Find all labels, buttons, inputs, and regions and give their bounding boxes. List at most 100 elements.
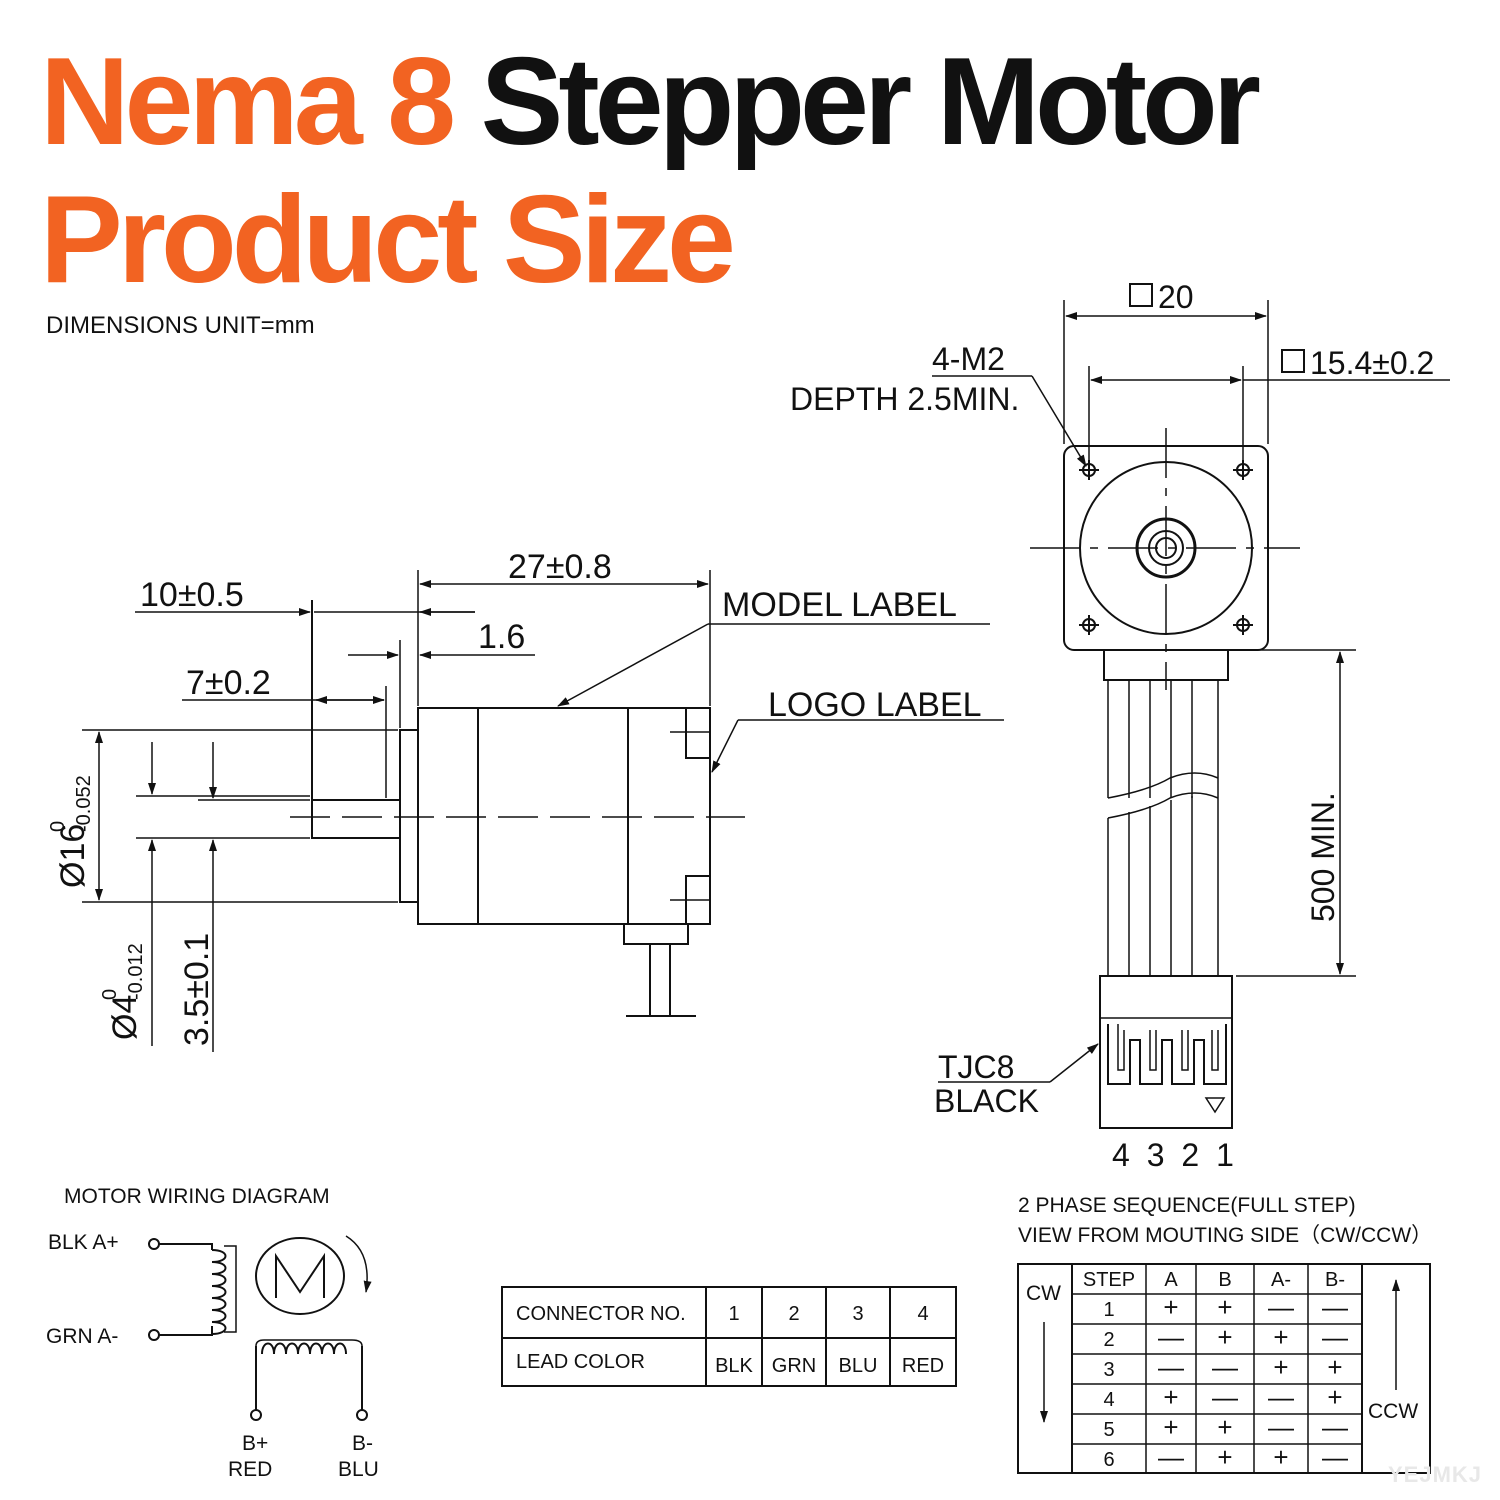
- sequence-title-2: VIEW FROM MOUTING SIDE（CW/CCW）: [1018, 1224, 1432, 1247]
- title-line-2-text: Product Size: [40, 171, 736, 309]
- boss-diameter-dim: Ø16 0 -0.052: [47, 775, 95, 888]
- logo-label-text: LOGO LABEL: [768, 686, 982, 724]
- svg-text:-0.052: -0.052: [73, 775, 95, 832]
- motor-shaft: [311, 799, 401, 839]
- sequence-cell: +: [1327, 1352, 1342, 1382]
- sequence-cell: —: [1322, 1412, 1348, 1442]
- screw-spec-text: 4-M2: [932, 341, 1005, 377]
- sequence-header: B-: [1325, 1269, 1345, 1291]
- sequence-cell: +: [1217, 1292, 1232, 1322]
- title-accent: Nema 8: [40, 33, 456, 171]
- units-note: DIMENSIONS UNIT=mm: [46, 312, 315, 339]
- watermark: YEJMKJ: [1388, 1462, 1483, 1487]
- hole-spacing-dim: 15.4±0.2: [1310, 345, 1434, 381]
- boss-length-dim: 1.6: [478, 618, 525, 656]
- shaft-length-dim: 10±0.5: [140, 576, 244, 614]
- wiring-diagram: MOTOR WIRING DIAGRAM BLK A+ GRN A- B+ RE…: [46, 1185, 379, 1481]
- sequence-cell: +: [1327, 1382, 1342, 1412]
- lead-color-cell: BLK: [715, 1355, 753, 1377]
- lead-length-dim: 500 MIN.: [1305, 792, 1341, 922]
- front-view: [932, 300, 1450, 1129]
- front-view-labels: 20 15.4±0.2 4-M2 DEPTH 2.5MIN. 500 MIN. …: [790, 279, 1434, 1173]
- square-symbol-icon: [1281, 349, 1305, 373]
- sequence-cell: +: [1163, 1382, 1178, 1412]
- connector-number: 1: [728, 1303, 739, 1325]
- connector-color-text: BLACK: [934, 1083, 1039, 1119]
- sequence-cell: —: [1268, 1292, 1294, 1322]
- ccw-label: CCW: [1368, 1400, 1418, 1423]
- sequence-step: 6: [1103, 1449, 1114, 1471]
- motor-symbol: [255, 1237, 345, 1315]
- terminal-a-plus: [148, 1238, 160, 1250]
- sequence-cell: —: [1212, 1352, 1238, 1382]
- sequence-step: 4: [1103, 1389, 1114, 1411]
- shaft-diameter-dim: Ø4 0 -0.012: [99, 943, 147, 1040]
- lead-color-cell: BLU: [839, 1355, 878, 1377]
- sequence-cell: —: [1158, 1352, 1184, 1382]
- sequence-grid: [1072, 1264, 1362, 1473]
- frame-size-dim: 20: [1158, 279, 1194, 315]
- sequence-header: A: [1164, 1269, 1178, 1291]
- wire-b-minus-label: B-: [352, 1432, 373, 1455]
- connector-model-text: TJC8: [938, 1049, 1014, 1085]
- sequence-cell: +: [1163, 1292, 1178, 1322]
- model-label-text: MODEL LABEL: [722, 586, 957, 624]
- connector-number: 3: [852, 1303, 863, 1325]
- coil-b: [261, 1342, 347, 1355]
- motor-body: [417, 707, 711, 925]
- sequence-cell: —: [1322, 1322, 1348, 1352]
- square-symbol-icon: [1129, 283, 1153, 307]
- motor-boss: [399, 729, 419, 903]
- sequence-cell: +: [1217, 1322, 1232, 1352]
- lead-color-cell: RED: [902, 1355, 944, 1377]
- svg-text:Ø16: Ø16: [54, 824, 92, 888]
- sequence-cell: +: [1217, 1412, 1232, 1442]
- wire-b-minus-color: BLU: [338, 1458, 379, 1481]
- wire-a-plus-label: BLK A+: [48, 1231, 119, 1254]
- overall-length-dim: 27±0.8: [508, 548, 612, 586]
- screw-depth-text: DEPTH 2.5MIN.: [790, 381, 1019, 417]
- sequence-cell: —: [1268, 1412, 1294, 1442]
- terminal-b-minus: [356, 1409, 368, 1421]
- cw-label: CW: [1026, 1282, 1061, 1305]
- sequence-cell: —: [1322, 1442, 1348, 1472]
- coil-a: [211, 1249, 227, 1335]
- sequence-header: B: [1218, 1269, 1231, 1291]
- lead-wires: [1107, 680, 1219, 976]
- terminal-b-plus: [250, 1409, 262, 1421]
- svg-text:-0.012: -0.012: [125, 943, 147, 1000]
- flat-depth-dim: 3.5±0.1: [178, 933, 216, 1046]
- side-view: [82, 570, 1004, 1052]
- sequence-step: 3: [1103, 1359, 1114, 1381]
- sequence-step: 1: [1103, 1299, 1114, 1321]
- sequence-step: 2: [1103, 1329, 1114, 1351]
- phase-sequence: 2 PHASE SEQUENCE(FULL STEP) VIEW FROM MO…: [1017, 1194, 1432, 1474]
- connector-table: CONNECTOR NO. LEAD COLOR 1 2 3 4 BLK GRN…: [501, 1286, 957, 1387]
- page-title-line-1: Nema 8 Stepper Motor: [40, 40, 1261, 164]
- sequence-cell: —: [1322, 1292, 1348, 1322]
- page-title-line-2: Product Size: [40, 178, 736, 302]
- svg-text:Ø4: Ø4: [106, 995, 144, 1040]
- wiring-title: MOTOR WIRING DIAGRAM: [64, 1185, 330, 1208]
- wire-b-plus-color: RED: [228, 1458, 272, 1481]
- sequence-cell: —: [1268, 1382, 1294, 1412]
- wire-a-minus-label: GRN A-: [46, 1325, 118, 1348]
- svg-text:0: 0: [47, 821, 69, 832]
- sequence-header: A-: [1271, 1269, 1291, 1291]
- sequence-header: STEP: [1083, 1269, 1135, 1291]
- side-view-labels: 27±0.8 10±0.5 1.6 7±0.2 MODEL LABEL LOGO…: [47, 548, 982, 1046]
- mounting-holes: [1079, 460, 1253, 635]
- sequence-cell: +: [1273, 1322, 1288, 1352]
- lead-color-cell: GRN: [772, 1355, 816, 1377]
- sequence-cell: —: [1212, 1382, 1238, 1412]
- sequence-cell: +: [1273, 1442, 1288, 1472]
- sequence-cell: —: [1158, 1442, 1184, 1472]
- sequence-cell: —: [1158, 1322, 1184, 1352]
- terminal-a-minus: [148, 1329, 160, 1341]
- svg-text:0: 0: [99, 989, 121, 1000]
- connector-no-header: CONNECTOR NO.: [516, 1303, 686, 1325]
- sequence-step: 5: [1103, 1419, 1114, 1441]
- wire-b-plus-label: B+: [242, 1432, 268, 1455]
